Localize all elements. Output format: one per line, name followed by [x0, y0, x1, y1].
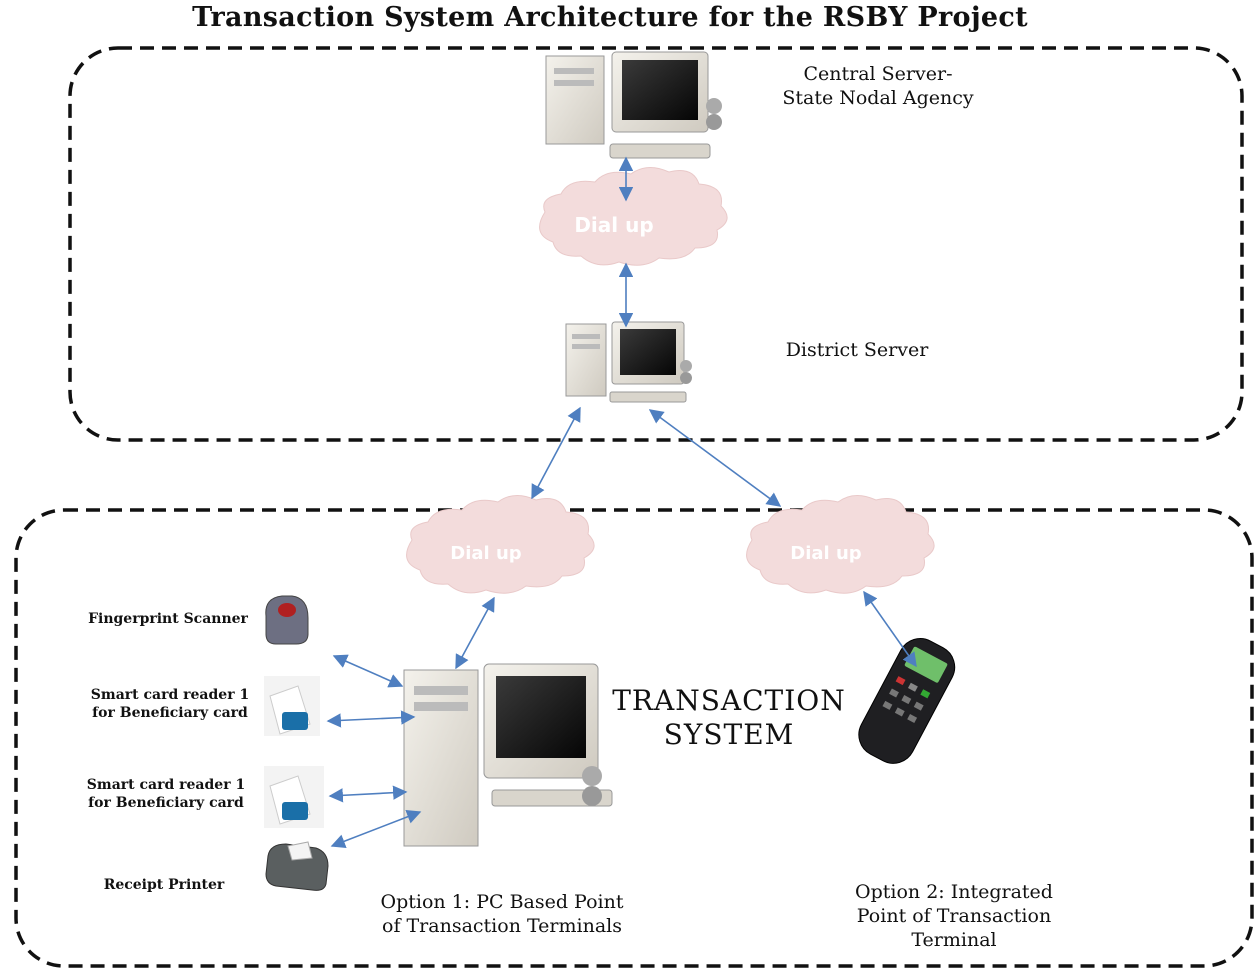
- dial-up-cloud-right: [746, 495, 935, 594]
- server-tier-boundary: [68, 46, 1244, 442]
- district-server-computer-icon: [565, 321, 692, 403]
- smart-card-reader-1-label: Smart card reader 1 for Beneficiary card: [90, 687, 250, 721]
- smart-card-reader-2-label: Smart card reader 1 for Beneficiary card: [86, 777, 246, 811]
- fingerprint-scanner-icon: [265, 595, 309, 645]
- dial-up-cloud-top: [539, 167, 728, 266]
- smart-card-reader-2-icon: [264, 766, 324, 828]
- district-server-label: District Server: [785, 339, 929, 361]
- link-fingerprint-to-pc: [332, 654, 404, 688]
- link-printer-to-pc: [330, 809, 422, 849]
- dial-up-label-top: Dial up: [574, 213, 654, 237]
- receipt-printer-icon: [265, 841, 329, 891]
- diagram-title: Transaction System Architecture for the …: [192, 2, 1028, 33]
- link-right-cloud-to-pos: [863, 590, 917, 668]
- option-1-label: Option 1: PC Based Point of Transaction …: [380, 891, 624, 937]
- link-reader2-to-pc: [328, 785, 408, 803]
- link-district-to-right-cloud: [648, 409, 782, 507]
- dial-up-label-left: Dial up: [450, 543, 522, 564]
- dial-up-cloud-left: [406, 495, 595, 594]
- central-server-label: Central Server- State Nodal Agency: [782, 63, 974, 109]
- pos-terminal-icon: [858, 638, 956, 764]
- option-2-label: Option 2: Integrated Point of Transactio…: [855, 881, 1053, 951]
- transaction-tier-boundary: [14, 508, 1254, 968]
- transaction-pc-icon: [403, 663, 613, 847]
- smart-card-reader-1-icon: [264, 676, 320, 736]
- fingerprint-scanner-label: Fingerprint Scanner: [88, 611, 248, 627]
- central-server-computer-icon: [545, 51, 722, 159]
- transaction-system-label: TRANSACTION SYSTEM: [612, 684, 846, 751]
- receipt-printer-label: Receipt Printer: [103, 877, 225, 893]
- dial-up-label-right: Dial up: [790, 543, 862, 564]
- link-district-to-left-cloud: [531, 406, 581, 500]
- link-reader1-to-pc: [326, 710, 416, 728]
- link-left-cloud-to-pc: [455, 596, 495, 670]
